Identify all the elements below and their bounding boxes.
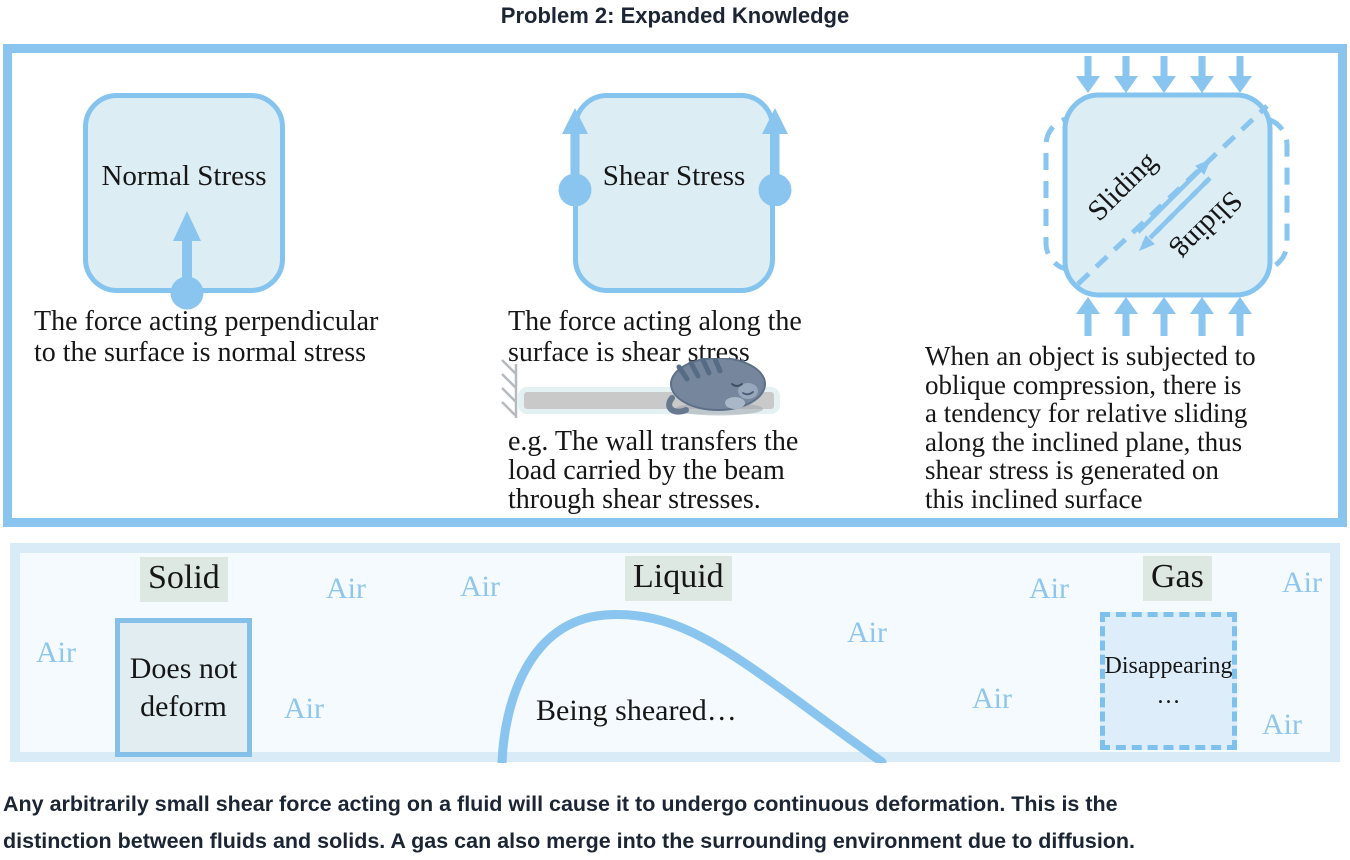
being-sheared-note: Being sheared… [536, 694, 737, 727]
shear-force-arrow-left-icon [558, 108, 592, 206]
air-label: Air [972, 682, 1012, 715]
oblique-compression-diagram: Sliding Sliding [1043, 56, 1290, 336]
liquid-label: Liquid [625, 556, 732, 602]
shear-stress-label: Shear Stress [602, 160, 746, 192]
shear-force-arrow-right-icon [758, 108, 792, 206]
top-compression-arrows-icon [1076, 56, 1252, 93]
shear-example-caption: e.g. The wall transfers the load carried… [508, 426, 799, 515]
bottom-compression-arrows-icon [1076, 297, 1252, 336]
gas-label: Gas [1143, 556, 1212, 602]
air-label: Air [460, 570, 500, 603]
page-title: Problem 2: Expanded Knowledge [500, 3, 850, 28]
oblique-caption: When an object is subjected to oblique c… [925, 341, 1256, 514]
air-label: Air [284, 692, 324, 725]
sleeping-cat-icon [666, 358, 766, 415]
air-label: Air [326, 572, 366, 605]
air-label: Air [36, 636, 76, 669]
solid-label: Solid [140, 557, 228, 603]
normal-stress-label: Normal Stress [101, 160, 267, 192]
air-label: Air [847, 616, 887, 649]
disappearing-gas-box: Disappearing … [1100, 612, 1237, 750]
shear-stress-caption: The force acting along the surface is sh… [508, 306, 802, 368]
does-not-deform-box: Does not deform [115, 618, 252, 757]
beam-wall-illustration [501, 358, 780, 418]
air-label: Air [1282, 566, 1322, 599]
air-label: Air [1262, 708, 1302, 741]
fixed-support-hatch-icon [501, 359, 518, 418]
normal-stress-caption: The force acting perpendicular to the su… [34, 306, 379, 368]
liquid-shear-curve [497, 610, 887, 763]
air-label: Air [1029, 572, 1069, 605]
normal-force-arrow-icon [170, 211, 204, 310]
shear-stress-square: Shear Stress [573, 93, 775, 293]
footer-explanation: Any arbitrarily small shear force acting… [3, 792, 1136, 853]
sliding-arrows-icon [1136, 159, 1212, 251]
